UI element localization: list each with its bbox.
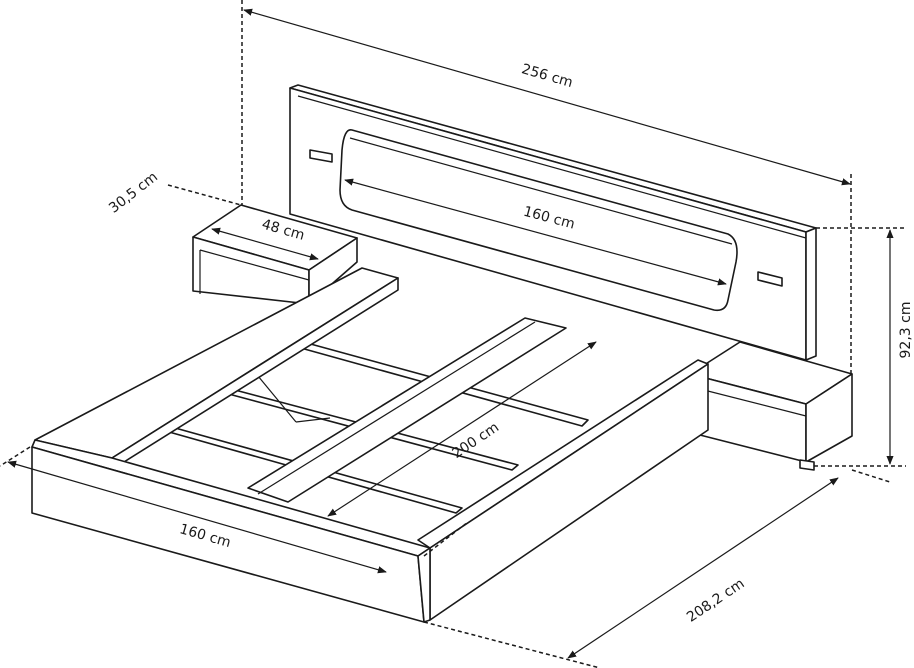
- nightstand-right-side: [805, 373, 853, 463]
- dim-arrow-total-length: [567, 477, 839, 659]
- dim-arrow-cushion: [344, 178, 727, 286]
- dim-arrow-nightstand-width: [211, 227, 319, 261]
- frame-support-line-a: [257, 375, 297, 423]
- nightstand-right: [689, 341, 853, 471]
- nightstand-right-foot: [799, 459, 815, 471]
- frame-support-line-b: [295, 417, 331, 423]
- label-total-length: 208,2 cm: [684, 576, 748, 626]
- bed-frame: [31, 267, 709, 623]
- headboard-panel-side: [805, 227, 817, 361]
- dim-arrow-total-width: [243, 8, 851, 186]
- foot-rail-end: [417, 547, 431, 623]
- label-nightstand-depth: 30,5 cm: [106, 169, 161, 217]
- headboard-light-right: [757, 271, 783, 287]
- nightstand-right-drawer-line: [695, 387, 807, 417]
- ext-line-front-top: [423, 521, 469, 557]
- ext-line-left-foot: [0, 446, 31, 467]
- dimension-arrows: [7, 8, 894, 659]
- ext-line-right-foot: [851, 469, 891, 483]
- dim-arrow-mattress-width: [7, 460, 387, 574]
- label-total-width: 256 cm: [520, 61, 575, 91]
- ext-line-depth: [167, 184, 242, 206]
- right-rail-side: [429, 363, 709, 621]
- label-height: 92,3 cm: [898, 302, 914, 359]
- ext-line-front-foot: [423, 621, 601, 668]
